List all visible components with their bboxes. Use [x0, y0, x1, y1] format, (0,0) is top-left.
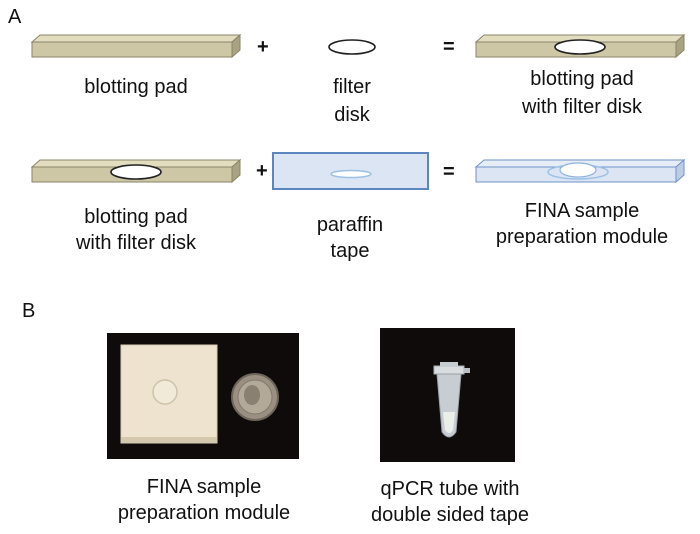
pad-with-disk-shape: [474, 33, 686, 59]
filter-caption-line2: disk: [334, 104, 370, 126]
fina-module-caption-line2: preparation module: [495, 226, 669, 248]
plus-sign-row2: +: [256, 160, 268, 182]
paraffin-caption-line1: paraffin: [316, 214, 384, 236]
fina-module-shape: [474, 158, 686, 184]
panel-b-label: B: [22, 300, 36, 322]
qpcr-tube-photo: [380, 328, 515, 462]
plus-sign: +: [257, 36, 269, 58]
pad-with-disk-caption-line1: blotting pad: [530, 68, 634, 90]
equals-sign: =: [443, 36, 455, 58]
equals-sign-row2: =: [443, 161, 455, 183]
blotting-pad-caption: blotting pad: [84, 76, 188, 98]
panel-a-diagram: [30, 33, 686, 190]
filter-caption-line1: filter: [333, 76, 371, 98]
panel-a-label: A: [8, 6, 22, 28]
filter-disk-shape: [328, 39, 376, 55]
pad-with-disk-row2-caption-line2: with filter disk: [75, 232, 197, 254]
blotting-pad-shape: [30, 33, 242, 59]
paraffin-tape-shape: [272, 152, 429, 190]
pad-with-disk-shape-row2: [30, 158, 242, 184]
paraffin-caption-line2: tape: [330, 240, 370, 262]
pad-with-disk-caption-line2: with filter disk: [521, 96, 643, 118]
fina-module-photo: [107, 333, 299, 459]
fina-photo-caption-line1: FINA sample: [146, 476, 262, 498]
fina-photo-caption-line2: preparation module: [117, 502, 291, 524]
qpcr-photo-caption-line2: double sided tape: [371, 504, 529, 526]
qpcr-photo-caption-line1: qPCR tube with: [380, 478, 520, 500]
pad-with-disk-row2-caption-line1: blotting pad: [84, 206, 188, 228]
fina-module-caption-line1: FINA sample: [524, 200, 640, 222]
